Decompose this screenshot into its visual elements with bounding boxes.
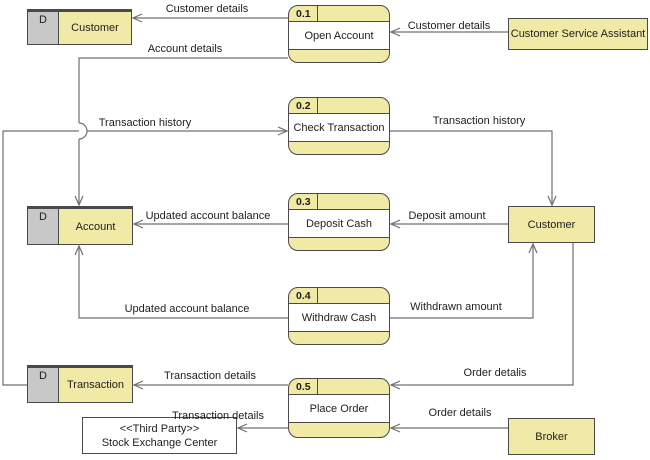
third-party-label: Stock Exchange Center <box>101 436 218 449</box>
process-label: Open Account <box>289 21 389 50</box>
flow-label-customer-details-csa: Customer details <box>407 20 491 32</box>
data-store-prefix: D <box>28 12 59 44</box>
flow-label-order-detalis: Order detalis <box>463 367 527 379</box>
entity-customer-service-assistant[interactable]: Customer Service Assistant <box>508 18 648 50</box>
process-number: 0.5 <box>289 379 318 394</box>
flow-label-updated-balance-withdraw: Updated account balance <box>124 303 250 315</box>
arrowhead <box>277 126 289 136</box>
process-open-account[interactable]: 0.1 Open Account <box>288 5 390 63</box>
data-store-customer[interactable]: D Customer <box>27 9 132 45</box>
flow-label-transaction-history-left: Transaction history <box>98 117 192 129</box>
process-label: Withdraw Cash <box>289 303 389 332</box>
process-withdraw-cash[interactable]: 0.4 Withdraw Cash <box>288 287 390 345</box>
third-party-stereotype: <<Third Party>> <box>119 422 200 435</box>
arrowhead <box>131 13 143 23</box>
process-number: 0.3 <box>289 194 318 209</box>
flow-line-updated-balance-withdraw <box>78 246 288 319</box>
flow-line-account-details <box>78 57 288 205</box>
arrowhead <box>547 195 557 207</box>
arrowhead <box>389 423 401 433</box>
flow-line-order-detalis <box>391 243 574 386</box>
arrowhead <box>389 380 401 390</box>
flow-label-transaction-details-sec: Transaction details <box>172 410 264 422</box>
flow-label-transaction-details-store: Transaction details <box>164 370 256 382</box>
flow-label-order-details-broker: Order details <box>428 407 492 419</box>
entity-broker[interactable]: Broker <box>508 418 595 455</box>
process-check-transaction[interactable]: 0.2 Check Transaction <box>288 97 390 155</box>
process-footer <box>289 332 389 344</box>
process-footer <box>289 50 389 62</box>
flow-line-transaction-history-left <box>2 130 287 386</box>
flow-label-updated-balance-deposit: Updated account balance <box>145 210 271 222</box>
flow-label-account-details: Account details <box>147 43 223 55</box>
flow-label-transaction-history-right: Transaction history <box>432 115 526 127</box>
data-store-label: Transaction <box>59 368 132 402</box>
entity-customer[interactable]: Customer <box>508 206 595 243</box>
process-footer <box>289 423 389 437</box>
arrowhead <box>389 27 401 37</box>
arrowhead <box>74 195 84 207</box>
arrowhead <box>132 219 144 229</box>
data-store-prefix: D <box>28 209 59 244</box>
process-label: Place Order <box>289 394 389 423</box>
process-footer <box>289 142 389 154</box>
process-label: Check Transaction <box>289 113 389 142</box>
flow-label-deposit-amount: Deposit amount <box>408 210 486 222</box>
line-jump-arc <box>78 122 88 140</box>
data-store-transaction[interactable]: D Transaction <box>27 365 133 403</box>
arrowhead <box>236 423 248 433</box>
arrowhead <box>389 219 401 229</box>
arrowhead <box>132 380 144 390</box>
process-label: Deposit Cash <box>289 209 389 238</box>
third-party-stock-exchange-center[interactable]: <<Third Party>> Stock Exchange Center <box>82 417 237 454</box>
data-store-label: Customer <box>59 12 131 44</box>
data-store-prefix: D <box>28 368 59 402</box>
process-deposit-cash[interactable]: 0.3 Deposit Cash <box>288 193 390 251</box>
flow-label-withdrawn-amount: Withdrawn amount <box>410 301 502 313</box>
flow-line-transaction-history-right <box>390 130 553 205</box>
flow-label-customer-details-store: Customer details <box>165 3 249 15</box>
process-footer <box>289 238 389 250</box>
arrowhead <box>74 244 84 256</box>
process-number: 0.1 <box>289 6 318 21</box>
process-number: 0.4 <box>289 288 318 303</box>
arrowhead <box>528 242 538 254</box>
flow-line-withdrawn-amount <box>390 244 534 319</box>
process-place-order[interactable]: 0.5 Place Order <box>288 378 390 438</box>
data-store-label: Account <box>59 209 132 244</box>
data-store-account[interactable]: D Account <box>27 206 133 245</box>
process-number: 0.2 <box>289 98 318 113</box>
